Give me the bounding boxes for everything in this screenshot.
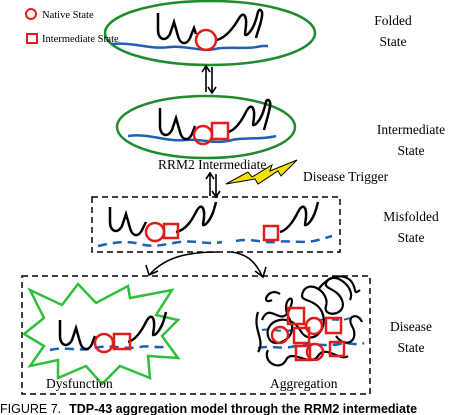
figure-caption: FIGURE 7. TDP-43 aggregation model throu… (0, 400, 417, 415)
aggregation-membrane-3 (319, 317, 351, 321)
disease-state-panel: Dysfunction Aggregation Disease State (21, 275, 432, 395)
misfolded-square-left (162, 222, 180, 240)
misfolded-native-circle (144, 221, 166, 243)
dysfunction-membrane (49, 344, 167, 352)
misfolded-state-panel: Misfolded State (91, 196, 439, 253)
disease-state-label-line1: Disease (390, 319, 432, 334)
dysfunction-square-marker (112, 332, 132, 351)
aggregation-square-5 (328, 340, 346, 358)
arrow-to-dysfunction (149, 251, 219, 275)
aggregation-native-circle-1 (270, 325, 290, 345)
aggregation-membrane-2 (261, 328, 293, 332)
dysfunction-native-circle (93, 332, 115, 354)
legend-native-marker (25, 8, 37, 20)
arrow-to-aggregation (231, 251, 263, 277)
folded-state-panel: Native State Intermediate State Folded S… (25, 0, 412, 67)
aggregation-square-1 (286, 306, 306, 326)
disease-trigger-group: Disease Trigger (225, 159, 389, 185)
aggregation-square-3 (324, 316, 343, 335)
misfolded-state-label-line1: Misfolded (383, 209, 439, 224)
dysfunction-burst (21, 282, 181, 386)
aggregation-square-4 (294, 344, 312, 362)
folded-protein-chain (156, 8, 264, 45)
intermediate-protein-chain (158, 98, 272, 141)
caption-bold: TDP-43 aggregation model through the RRM… (69, 402, 417, 415)
caption-prefix: FIGURE 7. (0, 402, 61, 415)
legend-intermediate-label: Intermediate State (42, 34, 119, 45)
misfolded-state-label-line2: State (398, 230, 425, 245)
intermediate-state-panel: Intermediate State RRM2 Intermediate (115, 94, 445, 172)
intermediate-ellipse (115, 94, 297, 160)
aggregation-label: Aggregation (270, 376, 338, 391)
misfolded-protein-left (108, 201, 218, 237)
reversible-arrow-folded-intermediate (201, 64, 217, 95)
dysfunction-protein (58, 311, 168, 351)
aggregation-tangle (255, 276, 364, 367)
misfolded-square-right (262, 224, 280, 242)
aggregation-square-2 (292, 326, 311, 345)
misfolded-membrane-right (235, 234, 333, 244)
intermediate-square-marker (210, 121, 230, 141)
folded-membrane (111, 42, 268, 51)
disease-trigger-label: Disease Trigger (303, 169, 389, 184)
dysfunction-label: Dysfunction (46, 376, 113, 391)
folded-state-label-line2: State (380, 34, 407, 49)
legend-native-label: Native State (42, 10, 94, 21)
lightning-bolt-icon (225, 159, 298, 185)
legend-intermediate-marker (26, 33, 38, 44)
folded-native-circle (194, 28, 218, 52)
folded-ellipse (103, 0, 317, 67)
aggregation-native-circle-3 (304, 316, 324, 336)
misfolded-dashed-box (91, 196, 341, 253)
reversible-arrow-intermediate-misfolded (205, 171, 221, 199)
disease-state-label-line2: State (398, 340, 425, 355)
aggregation-swirl-tail (317, 275, 361, 294)
aggregation-native-circle-2 (305, 342, 325, 362)
disease-dashed-box (21, 275, 371, 395)
intermediate-membrane (127, 134, 277, 144)
folded-state-label-line1: Folded (374, 13, 412, 28)
branch-arrows (145, 251, 267, 279)
intermediate-state-label-line1: Intermediate (377, 122, 445, 137)
rrm2-intermediate-label: RRM2 Intermediate (158, 157, 266, 172)
intermediate-state-label-line2: State (398, 143, 425, 158)
misfolded-protein-right (279, 201, 320, 234)
misfolded-membrane-left (97, 240, 223, 248)
aggregation-membrane (257, 341, 365, 350)
